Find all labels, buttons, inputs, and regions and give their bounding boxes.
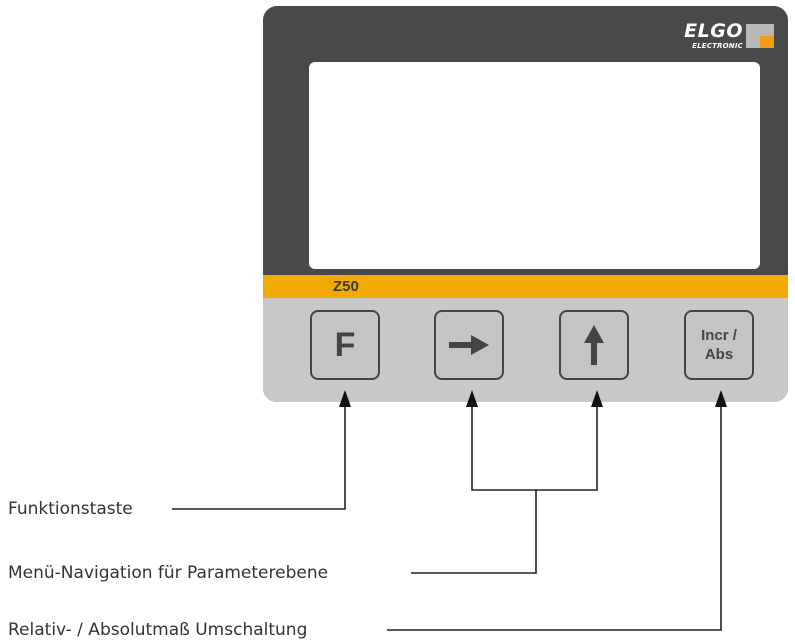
arrow-right-icon — [449, 335, 489, 355]
right-key-arrowhead — [466, 390, 478, 407]
navigation-bracket — [471, 405, 598, 491]
navigation-callout-line — [411, 490, 537, 574]
right-arrow-key[interactable] — [434, 310, 504, 380]
incr-abs-key-line2: Abs — [704, 346, 734, 363]
model-label: Z50 — [333, 278, 359, 295]
logo-square-orange — [760, 36, 774, 48]
up-key-arrowhead — [591, 390, 603, 407]
arrow-up-icon — [584, 325, 604, 365]
logo-square-grey-top — [760, 24, 774, 36]
model-band: Z50 — [263, 275, 788, 298]
function-key[interactable]: F — [310, 310, 380, 380]
incr-abs-key-line1: Incr / — [701, 327, 737, 344]
lcd-screen — [309, 62, 760, 269]
display-unit: ELGO ELECTRONIC Z50 F Incr / Abs — [263, 6, 788, 402]
up-arrow-key[interactable] — [559, 310, 629, 380]
logo-square-grey — [746, 24, 760, 48]
function-callout-line — [172, 405, 346, 510]
function-arrowhead — [339, 390, 351, 407]
incr-abs-arrowhead — [715, 390, 727, 407]
function-callout-label: Funktionstaste — [8, 499, 133, 519]
navigation-callout-label: Menü-Navigation für Parameterebene — [8, 563, 329, 583]
elgo-logo: ELGO ELECTRONIC — [658, 20, 778, 56]
logo-wordmark: ELGO — [684, 20, 743, 42]
incr-abs-key[interactable]: Incr / Abs — [684, 310, 754, 380]
incr-abs-callout-label: Relativ- / Absolutmaß Umschaltung — [8, 620, 308, 640]
logo-subtitle: ELECTRONIC — [692, 42, 743, 50]
keypad: F Incr / Abs — [263, 298, 788, 402]
incr-abs-callout-line — [387, 405, 722, 631]
